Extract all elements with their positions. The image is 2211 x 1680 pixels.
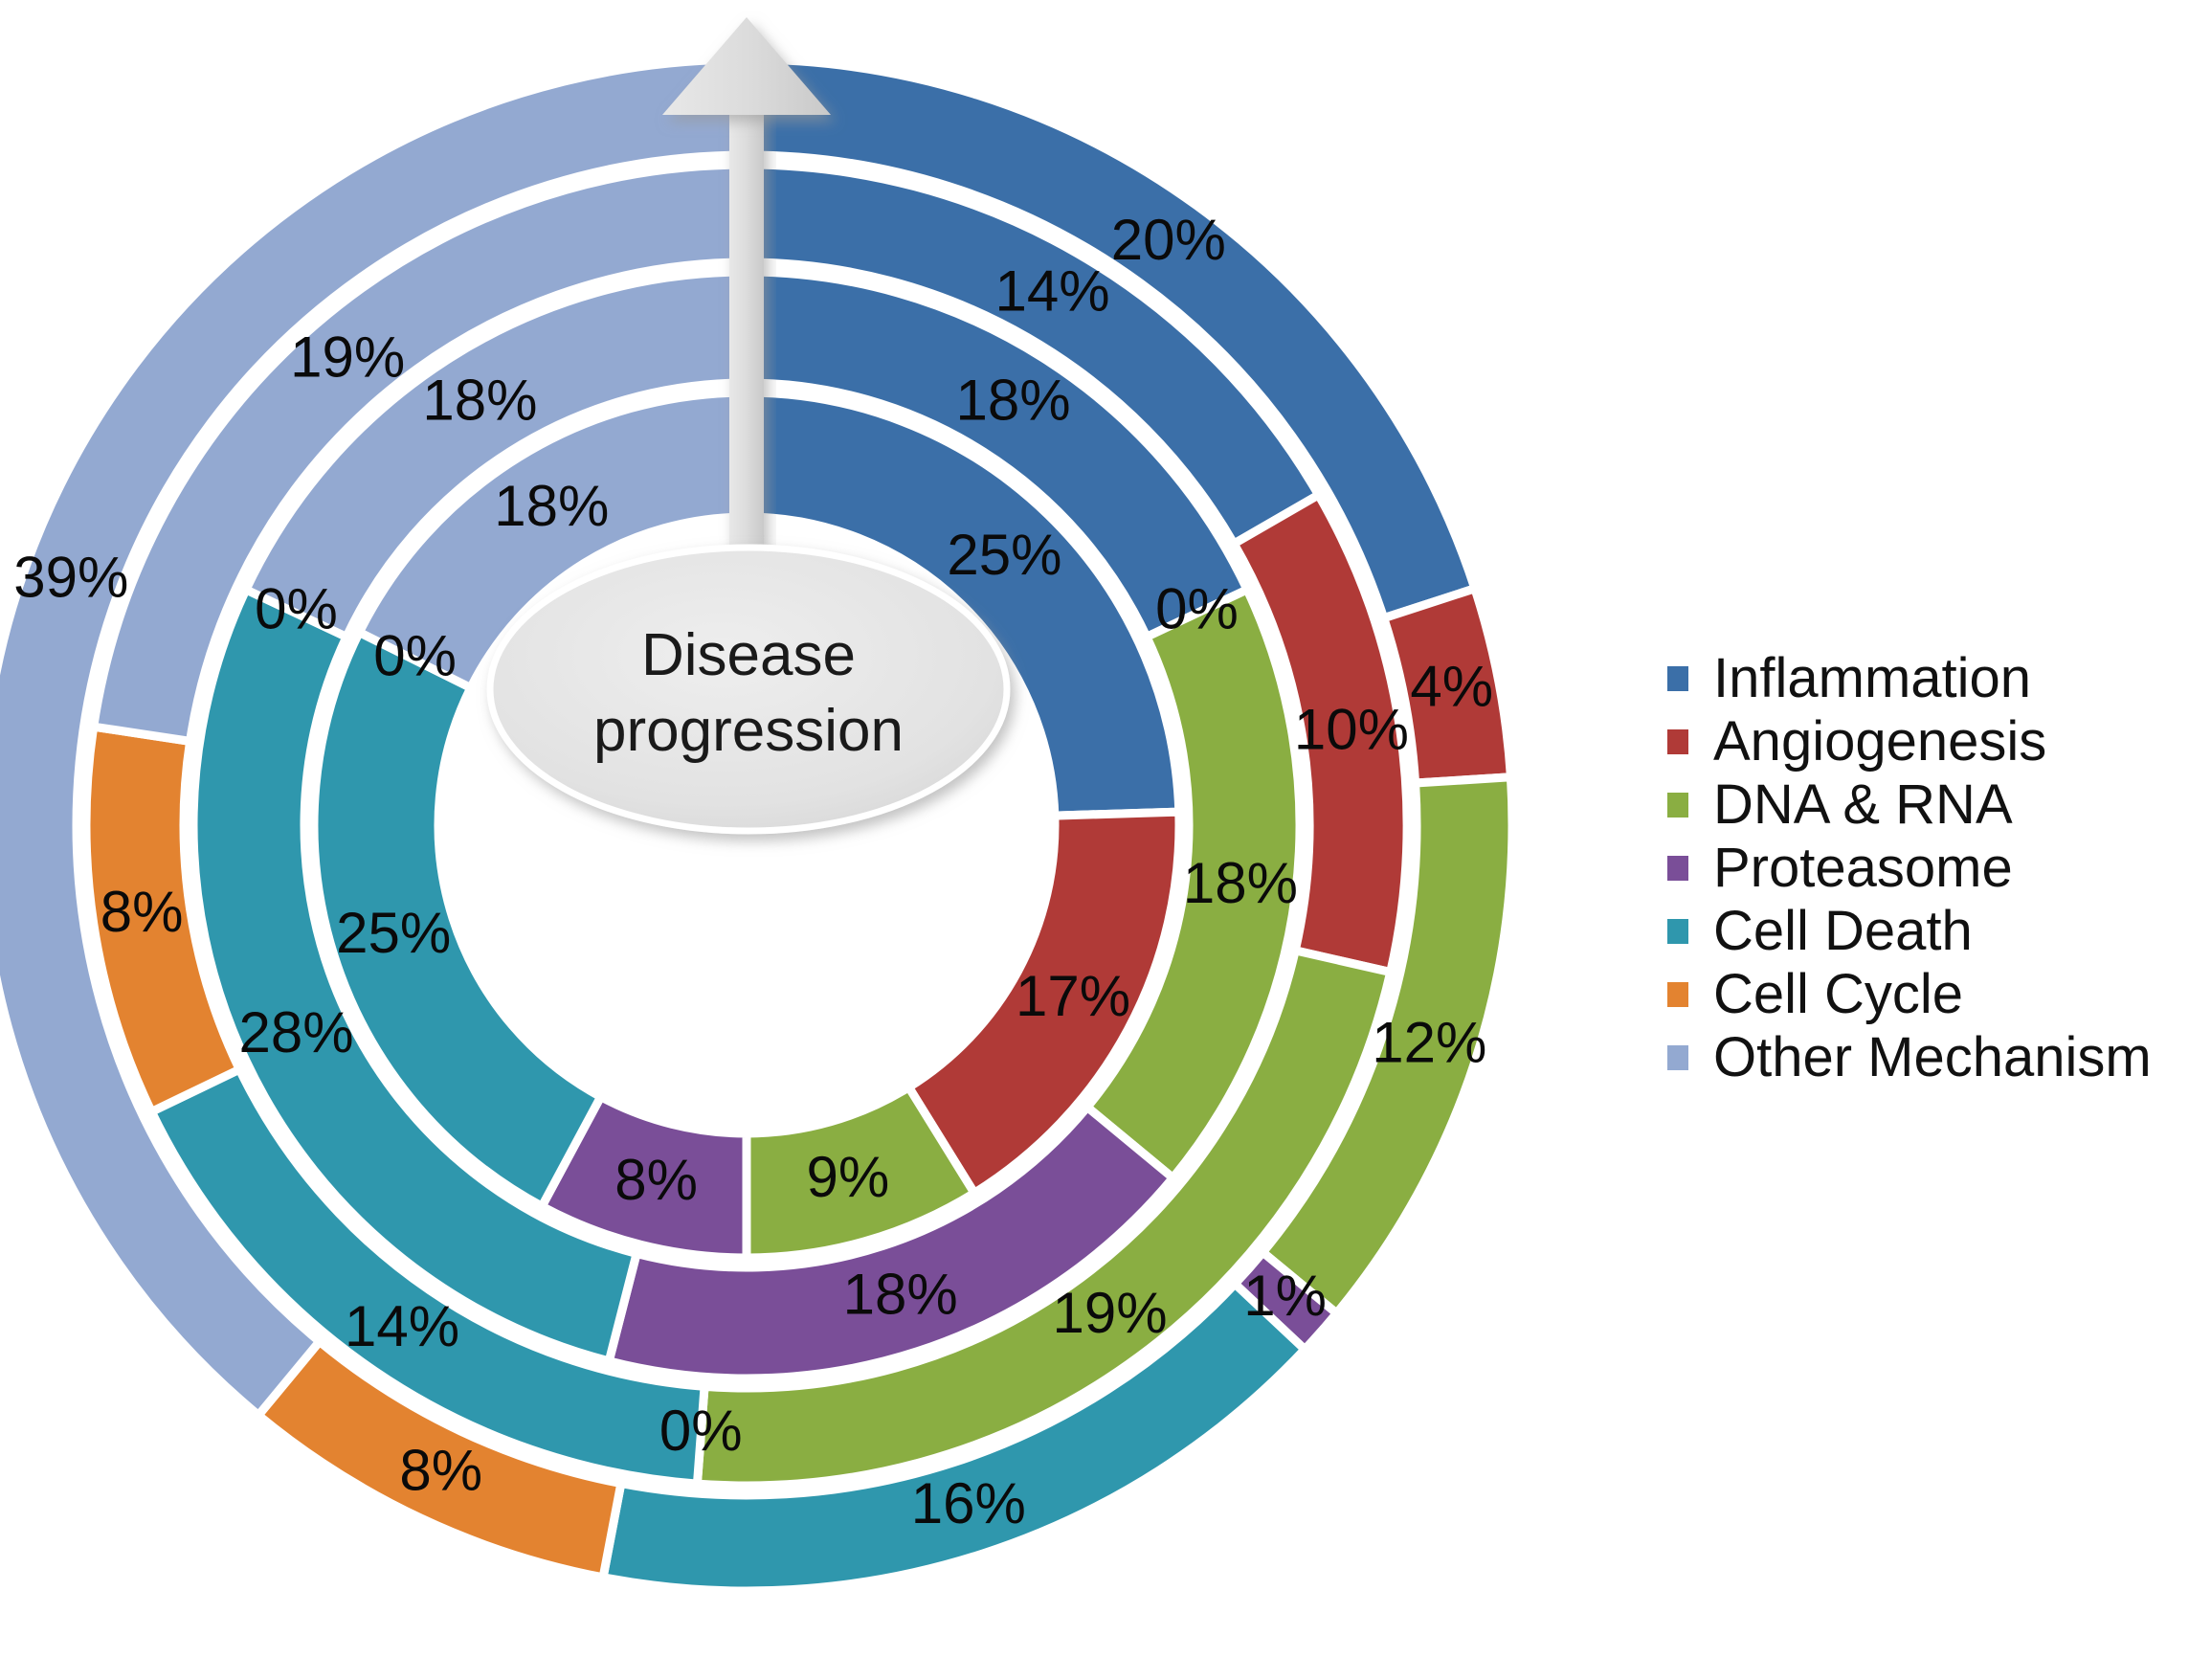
center-label-line2: progression (593, 698, 904, 764)
legend-item[interactable]: Angiogenesis (1667, 710, 2203, 773)
segment-value-label: 20% (1111, 208, 1226, 272)
segment-value-label: 18% (422, 369, 537, 433)
segment-value-label: 17% (1016, 964, 1130, 1028)
segment-value-label-zero: 0% (1155, 576, 1239, 640)
segment-labels-group: 25% 17% 9% 8% 25% 18% 18% 18% 18% 28% 18% 14% 10% 19%… (13, 208, 1493, 1535)
segment-value-label: 18% (843, 1262, 958, 1326)
donut-segment[interactable] (309, 628, 606, 1211)
segment-value-label: 8% (100, 880, 184, 944)
segment-value-label: 12% (1372, 1011, 1486, 1075)
donut-ring-3 (81, 160, 1412, 1490)
disease-progression-arrow (662, 17, 831, 608)
segment-value-label: 25% (336, 901, 451, 965)
donut-ring-4 (0, 55, 1517, 1596)
segment-value-label: 18% (494, 474, 609, 538)
segment-value-label: 1% (1243, 1264, 1327, 1328)
segment-value-label: 18% (956, 369, 1071, 433)
segment-value-label: 9% (807, 1145, 890, 1209)
segment-value-label: 14% (994, 258, 1109, 323)
legend-item[interactable]: Cell Death (1667, 900, 2203, 963)
legend-label: Cell Cycle (1713, 963, 1964, 1025)
legend-item[interactable]: DNA & RNA (1667, 773, 2203, 837)
segment-value-label: 8% (399, 1438, 482, 1502)
donut-ring-2 (189, 267, 1305, 1383)
legend-item[interactable]: Other Mechanism (1667, 1026, 2203, 1089)
legend-swatch-angiogenesis (1667, 729, 1688, 754)
center-label-line1: Disease (641, 622, 856, 688)
legend-swatch-inflammation (1667, 666, 1688, 691)
legend-swatch-proteasome (1667, 856, 1688, 881)
segment-value-label-zero: 0% (659, 1399, 743, 1463)
rings-group (0, 55, 1517, 1596)
segment-value-label: 16% (911, 1471, 1026, 1535)
center-ellipse: Disease progression (486, 544, 1011, 835)
segment-value-label: 39% (13, 546, 128, 610)
segment-value-label: 14% (345, 1294, 459, 1358)
legend-label: Proteasome (1713, 837, 2013, 899)
multi-ring-donut-chart: Disease progression 25% 17% 9% 8% 25% 18% 18% 1… (0, 17, 1517, 1596)
segment-value-label: 28% (238, 1000, 353, 1064)
donut-ring-1 (309, 388, 1184, 1263)
legend-item[interactable]: Inflammation (1667, 647, 2203, 710)
segment-value-label-zero: 0% (373, 623, 457, 687)
segment-value-label: 4% (1410, 654, 1493, 718)
legend-swatch-cell-death (1667, 919, 1688, 944)
legend-label: Angiogenesis (1713, 710, 2047, 773)
legend-swatch-dna-rna (1667, 793, 1688, 818)
segment-value-label: 25% (947, 523, 1061, 587)
segment-value-label: 8% (614, 1148, 698, 1212)
legend-label: Inflammation (1713, 647, 2032, 709)
legend-item[interactable]: Cell Cycle (1667, 963, 2203, 1026)
donut-segment[interactable] (189, 585, 641, 1366)
legend-label: Other Mechanism (1713, 1026, 2152, 1088)
legend-label: DNA & RNA (1713, 773, 2013, 836)
segment-value-label: 19% (290, 325, 405, 390)
segment-value-label: 10% (1294, 698, 1409, 762)
donut-segment[interactable] (742, 388, 1184, 820)
segment-value-label-zero: 0% (255, 576, 338, 640)
legend-label: Cell Death (1713, 900, 1973, 962)
legend-swatch-other-mechanism (1667, 1045, 1688, 1070)
segment-value-label: 19% (1052, 1281, 1167, 1345)
segment-value-label: 18% (1183, 851, 1298, 915)
legend-swatch-cell-cycle (1667, 982, 1688, 1007)
legend-item[interactable]: Proteasome (1667, 837, 2203, 900)
